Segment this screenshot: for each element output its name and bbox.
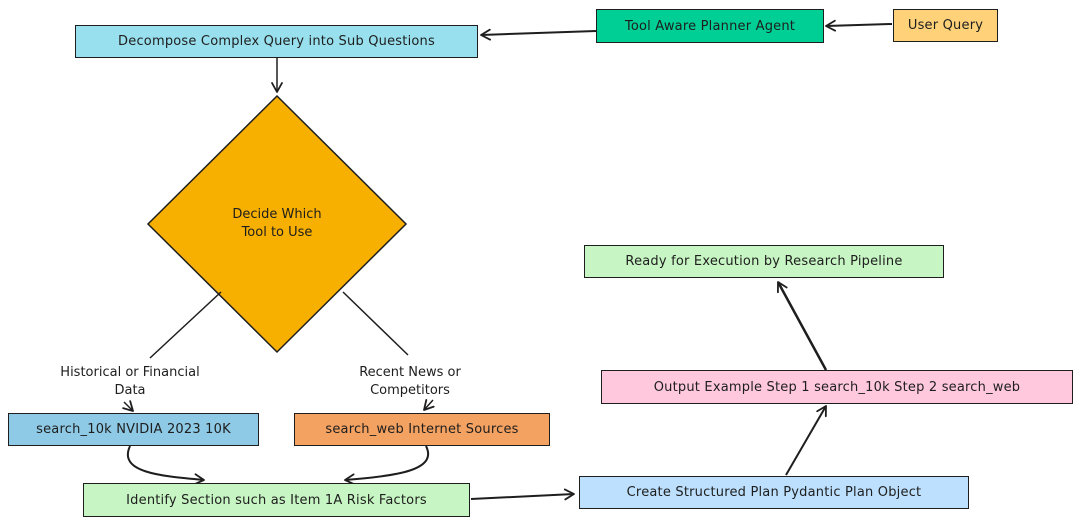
create-plan-label: Create Structured Plan Pydantic Plan Obj… xyxy=(626,485,922,500)
search-web-node: search_web Internet Sources xyxy=(294,413,550,446)
output-example-label: Output Example Step 1 search_10k Step 2 … xyxy=(653,379,1021,395)
arrow-search10k-to-identify xyxy=(126,445,205,486)
create-plan-node: Create Structured Plan Pydantic Plan Obj… xyxy=(579,476,969,509)
branch-line-historical xyxy=(149,291,222,359)
arrow-createplan-to-output xyxy=(785,405,827,476)
ready-node: Ready for Execution by Research Pipeline xyxy=(584,245,944,278)
arrow-planner-to-decompose xyxy=(480,28,597,41)
output-example-node: Output Example Step 1 search_10k Step 2 … xyxy=(601,370,1073,404)
search-10k-node: search_10k NVIDIA 2023 10K xyxy=(8,413,259,446)
edge-label-historical: Historical or Financial Data xyxy=(60,365,200,398)
ready-label: Ready for Execution by Research Pipeline xyxy=(625,254,903,269)
decompose-label: Decompose Complex Query into Sub Questio… xyxy=(118,34,435,49)
decompose-node: Decompose Complex Query into Sub Questio… xyxy=(75,25,478,58)
arrow-user-to-planner xyxy=(825,19,893,32)
arrow-searchweb-to-identify xyxy=(344,445,430,486)
arrow-historical-to-search10k xyxy=(122,400,134,412)
user-query-node: User Query xyxy=(893,9,998,42)
planner-agent-node: Tool Aware Planner Agent xyxy=(596,9,824,43)
arrow-identify-to-createplan xyxy=(470,488,575,501)
search-web-label: search_web Internet Sources xyxy=(325,422,519,437)
arrow-output-to-ready xyxy=(776,281,828,371)
planner-agent-label: Tool Aware Planner Agent xyxy=(624,18,796,34)
search-10k-label: search_10k NVIDIA 2023 10K xyxy=(36,422,231,437)
user-query-label: User Query xyxy=(907,18,984,33)
identify-section-label: Identify Section such as Item 1A Risk Fa… xyxy=(126,492,427,508)
edge-label-recent: Recent News or Competitors xyxy=(359,365,461,398)
arrow-recent-to-searchweb xyxy=(423,399,435,411)
decision-diamond xyxy=(146,94,408,354)
decision-label: Decide Which Tool to Use xyxy=(232,207,322,240)
branch-line-recent xyxy=(342,291,409,356)
identify-section-node: Identify Section such as Item 1A Risk Fa… xyxy=(83,483,470,517)
